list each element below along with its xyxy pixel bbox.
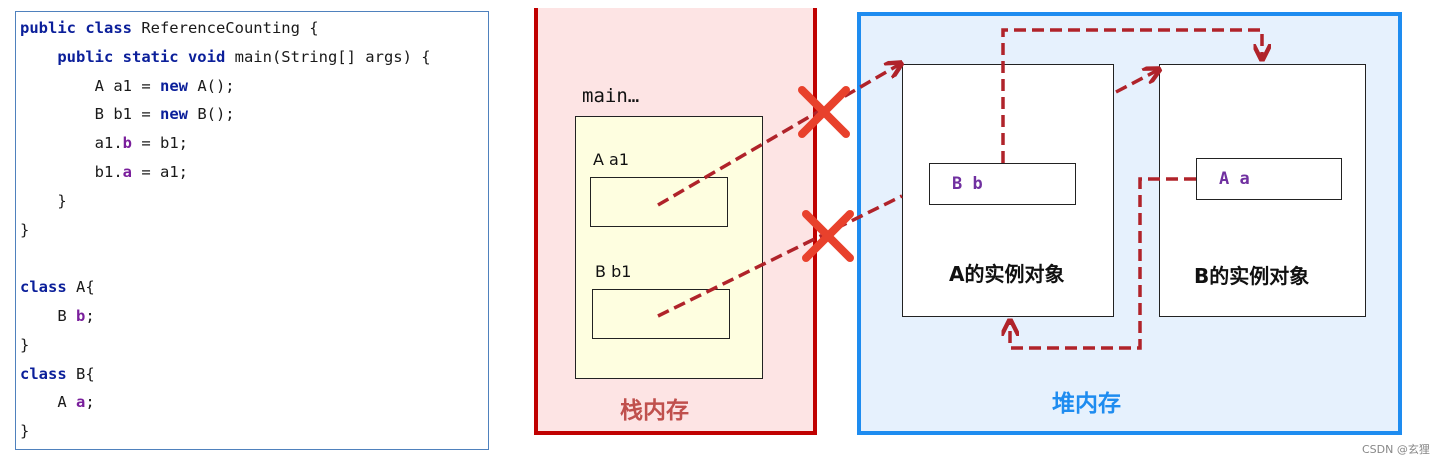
code-token: A();	[187, 76, 235, 95]
code-token: main(String[] args) {	[225, 47, 431, 66]
stack-frame-title: main…	[582, 85, 640, 107]
code-token: }	[20, 220, 30, 239]
code-line: class B{	[20, 362, 95, 386]
code-token: ;	[85, 393, 95, 412]
code-token: }	[20, 335, 30, 354]
arrow-a-to-b-link	[1115, 70, 1158, 94]
code-token: class	[20, 278, 67, 297]
code-token: a1.	[20, 134, 123, 153]
cross-a1-reference-removed	[798, 86, 850, 138]
code-token: new	[159, 105, 188, 124]
field-a-box: A a	[1196, 158, 1342, 200]
code-token: B();	[187, 105, 235, 124]
code-token: a	[76, 393, 86, 412]
code-token: new	[159, 76, 188, 95]
variable-a1-slot	[590, 177, 728, 227]
code-token: A	[20, 393, 76, 412]
field-b-box: B b	[929, 163, 1076, 205]
heap-memory-label: 堆内存	[1052, 391, 1121, 417]
code-token: b1.	[20, 163, 123, 181]
arrow-field-b-to-object-b	[1001, 28, 1262, 163]
code-token: public static void	[57, 47, 226, 66]
code-line: b1.a = a1;	[20, 160, 188, 184]
code-line: }	[20, 218, 29, 242]
code-line: }	[20, 333, 29, 357]
code-token: public class	[20, 19, 132, 37]
code-token: }	[20, 422, 30, 441]
code-line: B b1 = new B();	[20, 102, 235, 126]
code-line: a1.b = b1;	[20, 131, 188, 155]
arrow-field-a-to-object-a	[1010, 177, 1196, 350]
cross-b1-reference-removed	[802, 210, 854, 262]
code-line: class A{	[20, 275, 95, 299]
code-token: B b1 =	[20, 105, 160, 124]
code-token: ReferenceCounting {	[131, 19, 319, 37]
code-token: A a1 =	[20, 76, 160, 95]
code-line: B b;	[20, 304, 95, 328]
code-panel	[15, 11, 489, 450]
code-line: A a1 = new A();	[20, 74, 235, 98]
code-line: public class ReferenceCounting {	[20, 16, 319, 40]
code-token: b	[122, 134, 132, 153]
code-token: ;	[85, 307, 95, 325]
arrow-a1-to-object-a	[657, 64, 900, 207]
stack-memory-label: 栈内存	[620, 398, 689, 424]
code-line: A a;	[20, 390, 95, 414]
object-b-label: B的实例对象	[1194, 264, 1310, 288]
code-line: public static void main(String[] args) {	[20, 45, 431, 69]
code-token: B{	[66, 364, 95, 383]
code-token: a	[122, 163, 132, 181]
code-token: = a1;	[132, 163, 188, 181]
code-line: }	[20, 419, 29, 443]
variable-a1-label: A a1	[593, 150, 630, 169]
watermark: CSDN @玄狸	[1362, 443, 1430, 456]
code-token: A{	[66, 278, 95, 297]
code-token: b	[76, 307, 86, 325]
code-line: }	[20, 189, 67, 213]
code-token: = b1;	[132, 134, 188, 153]
object-a-label: A的实例对象	[949, 262, 1065, 286]
arrow-b1-to-object-b	[657, 194, 903, 318]
code-token: class	[20, 364, 67, 383]
code-token: }	[20, 191, 67, 210]
variable-b1-label: B b1	[595, 262, 632, 281]
code-token: B	[20, 307, 76, 325]
